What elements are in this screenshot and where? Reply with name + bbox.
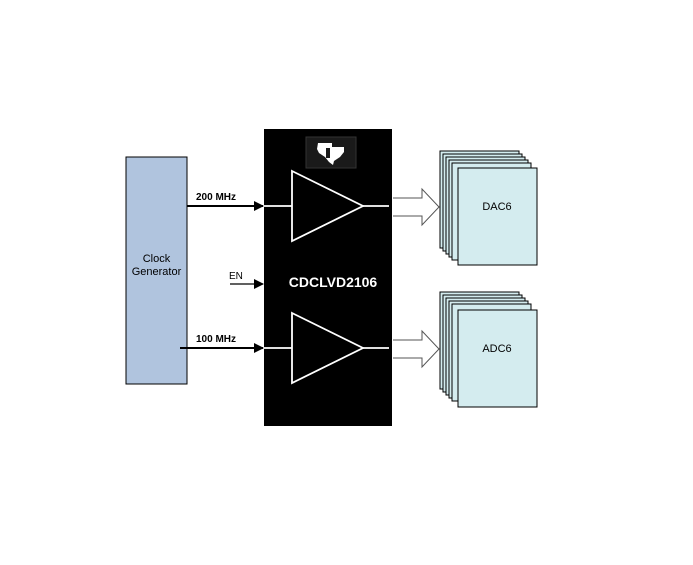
ti-logo-icon [305,136,357,169]
clock-generator-label-line2: Generator [132,266,182,278]
upper-output-bus-arrow [393,187,440,227]
dac-stack: DAC6 [439,150,538,266]
upper-frequency-label: 200 MHz [196,192,236,203]
lower-output-bus-arrow [393,329,440,369]
adc-label: ADC6 [482,343,511,355]
clock-generator-block: Clock Generator [125,156,188,385]
chip-name: CDCLVD2106 [289,274,378,290]
clock-generator-label-line1: Clock [143,253,171,265]
lower-frequency-label: 100 MHz [196,334,236,345]
cdclvd2106-chip: CDCLVD2106 [264,129,392,426]
adc-stack: ADC6 [439,291,538,408]
enable-label: EN [229,271,243,282]
dac-label: DAC6 [482,201,511,213]
